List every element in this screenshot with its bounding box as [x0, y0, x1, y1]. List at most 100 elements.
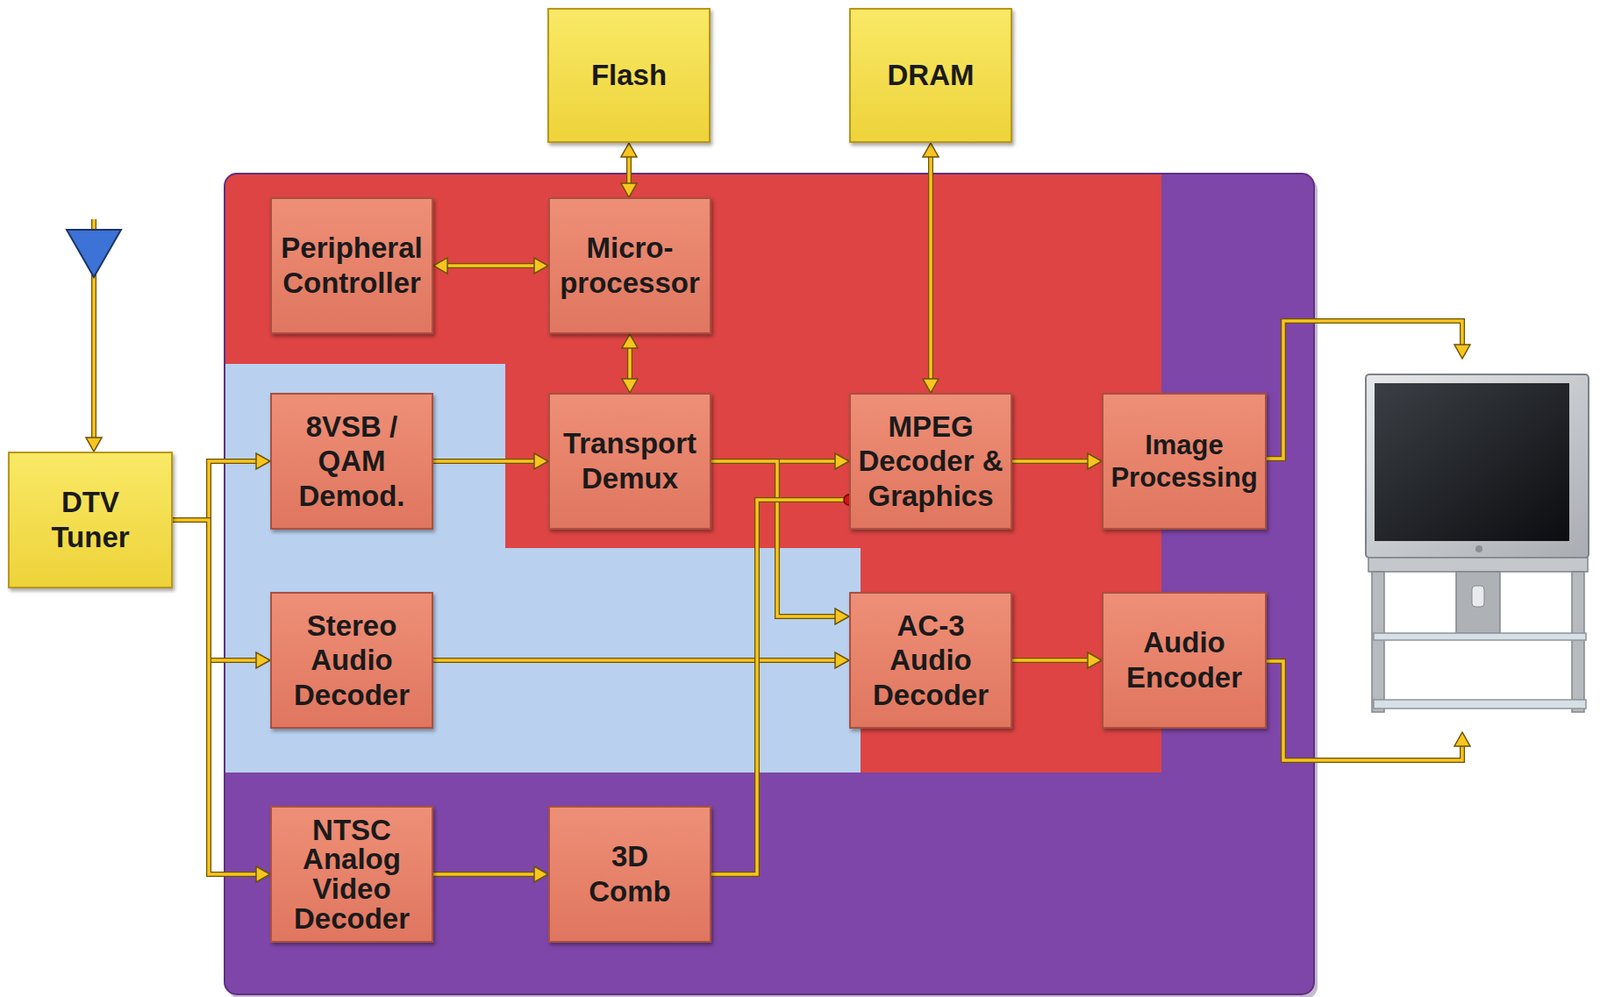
signal-connector — [433, 257, 549, 274]
arrow-head — [922, 142, 939, 158]
block-label: 8VSB / QAM Demod. — [290, 409, 414, 515]
signal-connector — [1012, 652, 1102, 669]
arrow-head — [1454, 732, 1471, 747]
signal-connector — [433, 652, 850, 669]
arrow-head — [256, 453, 271, 470]
block-label: Transport Demux — [555, 426, 705, 496]
signal-connector — [433, 453, 549, 470]
connector-line — [1012, 459, 1088, 464]
arrow-head — [534, 257, 549, 274]
tv-shelf — [1373, 700, 1586, 709]
arrow-head — [256, 652, 271, 669]
block-label: Audio Encoder — [1108, 625, 1260, 695]
component-box: DRAM — [849, 7, 1013, 143]
arrow-head — [621, 183, 637, 198]
tv-stand-slot — [1471, 585, 1485, 608]
signal-connector — [172, 520, 271, 883]
arrow-head — [1087, 652, 1102, 669]
arrow-head — [835, 608, 850, 625]
chip-block: Peripheral Controller — [270, 197, 434, 335]
block-label: Flash — [591, 57, 667, 93]
block-label: 3D Comb — [585, 839, 674, 909]
antenna-symbol — [66, 229, 122, 278]
signal-connector — [1012, 453, 1102, 470]
signal-connector — [711, 494, 855, 875]
chip-block: MPEG Decoder & Graphics — [849, 392, 1013, 530]
connector-line — [172, 520, 257, 661]
tv-stand-top — [1368, 557, 1588, 572]
connector-edge — [1012, 657, 1088, 664]
block-label: Peripheral Controller — [277, 230, 427, 300]
block-label: AC-3 Audio Decoder — [864, 608, 997, 714]
connector-edge — [433, 458, 535, 465]
tv-shelf — [1373, 633, 1586, 641]
arrow-head — [256, 866, 271, 883]
chip-block: Audio Encoder — [1101, 592, 1267, 729]
block-label: Micro- processor — [555, 230, 705, 300]
tv-frame — [1365, 374, 1589, 558]
block-label: MPEG Decoder & Graphics — [856, 409, 1006, 515]
connector-edge — [1012, 458, 1088, 465]
arrow-head — [835, 453, 850, 470]
arrow-head — [433, 257, 448, 274]
block-label: Stereo Audio Decoder — [277, 608, 427, 714]
component-box: Flash — [547, 7, 711, 143]
tv-screen — [1374, 383, 1570, 542]
connector-edge — [172, 520, 257, 875]
connector-line — [433, 872, 535, 877]
connector-edge — [626, 157, 632, 184]
component-box: DTV Tuner — [7, 451, 173, 589]
tv-stand-leg — [1371, 571, 1385, 713]
arrow-head — [621, 378, 638, 393]
connector-edge — [928, 157, 934, 379]
tv-stand-leg — [1571, 571, 1585, 713]
connector-line — [1012, 658, 1088, 663]
arrow-head — [85, 437, 102, 452]
tv-stand-column — [1456, 571, 1500, 634]
arrow-head — [922, 378, 939, 393]
chip-block: 3D Comb — [548, 806, 712, 943]
chip-outline — [224, 173, 1315, 995]
connector-edge — [433, 871, 535, 878]
tv-button — [1475, 545, 1483, 553]
chip-block: AC-3 Audio Decoder — [849, 592, 1013, 729]
chip-block: Stereo Audio Decoder — [270, 592, 434, 729]
connector-line — [433, 658, 836, 663]
analog-region — [224, 364, 861, 773]
chip-region — [224, 173, 1315, 995]
connector-line — [172, 461, 257, 521]
connector-line — [433, 459, 535, 464]
chip-block: NTSC Analog Video Decoder — [270, 806, 434, 943]
signal-connector — [711, 461, 850, 625]
signal-connector — [433, 866, 549, 883]
signal-connector — [621, 334, 638, 393]
connector-edge — [433, 657, 836, 664]
block-label: Image Processing — [1108, 428, 1260, 494]
block-label: DRAM — [887, 57, 975, 93]
connector-line — [928, 157, 933, 379]
connector-line — [172, 520, 257, 875]
arrow-head — [621, 142, 637, 158]
tv-illustration — [1365, 374, 1589, 713]
signal-connector — [172, 453, 271, 521]
arrow-head — [1087, 453, 1102, 470]
connector-edge — [172, 461, 257, 521]
audio-out-wire-edge — [1266, 661, 1463, 761]
connector-edge — [711, 500, 850, 875]
connector-edge — [172, 520, 257, 661]
chip-block: Micro- processor — [548, 197, 712, 335]
chip-block: Image Processing — [1101, 392, 1267, 530]
connector-line — [627, 157, 631, 184]
block-label: DTV Tuner — [24, 485, 157, 555]
signal-connector — [922, 142, 939, 393]
digital-region — [224, 173, 1162, 773]
chip-block: Transport Demux — [548, 392, 712, 530]
arrow-head — [534, 453, 549, 470]
arrow-head — [835, 652, 850, 669]
signal-connector — [172, 520, 271, 669]
connector-edge — [711, 461, 836, 617]
audio-out-wire — [1266, 661, 1463, 761]
signal-connector — [621, 142, 637, 198]
connector-line — [711, 500, 850, 875]
